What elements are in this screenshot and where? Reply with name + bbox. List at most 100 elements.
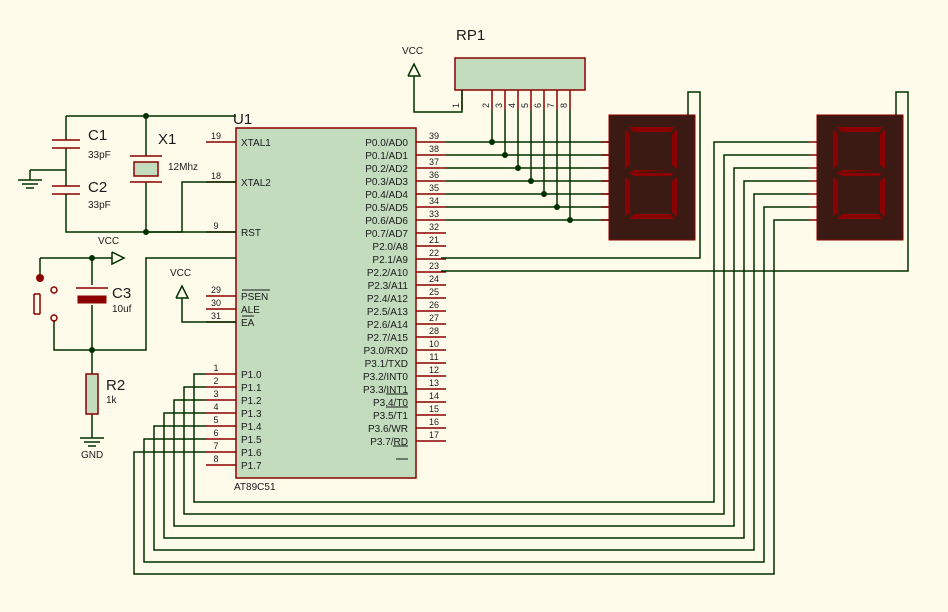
mcu-pin-number: 13 xyxy=(429,378,439,388)
mcu-pin-number: 14 xyxy=(429,391,439,401)
rp1-pin-number: 3 xyxy=(494,103,504,108)
reset-circuit xyxy=(39,231,236,438)
display-common-wires xyxy=(441,91,909,272)
c2-value-label: 33pF xyxy=(88,200,111,211)
rp1-pin-number: 2 xyxy=(481,103,491,108)
capacitor-c2[interactable]: C2 33pF xyxy=(52,178,111,211)
mcu-pin-name: P3.2/INT0 xyxy=(363,372,408,383)
mcu-pin-name: P1.1 xyxy=(241,383,262,394)
mcu-pin-name: P2.5/A13 xyxy=(367,307,409,318)
reset-pushbutton[interactable] xyxy=(33,274,58,322)
port1-wire xyxy=(183,154,809,515)
display-1-digit xyxy=(625,127,677,219)
mcu-pin-number: 10 xyxy=(429,339,439,349)
junction-dot xyxy=(554,204,560,210)
mcu-pin-name: P0.3/AD3 xyxy=(365,177,408,188)
mcu-pin-name: PSEN xyxy=(241,292,268,303)
mcu-pin-number: 15 xyxy=(429,404,439,414)
mcu-pin-number: 35 xyxy=(429,183,439,193)
mcu-pin-name: P1.4 xyxy=(241,422,262,433)
mcu-pin-name: P0.7/AD7 xyxy=(365,229,408,240)
mcu-pin-name: P3.1/TXD xyxy=(365,359,408,370)
r2-value-label: 1k xyxy=(106,395,118,406)
c2-ref-label: C2 xyxy=(88,179,107,196)
mcu-pin-number: 24 xyxy=(429,274,439,284)
mcu-pin-name: P0.1/AD1 xyxy=(365,151,408,162)
mcu-pin-number: 12 xyxy=(429,365,439,375)
mcu-pin-name: P0.6/AD6 xyxy=(365,216,408,227)
mcu-ref-label: U1 xyxy=(233,111,252,128)
rp1-pin-number: 7 xyxy=(546,103,556,108)
mcu-pin-number: 25 xyxy=(429,287,439,297)
port1-wire xyxy=(133,219,809,575)
mcu-pin-number: 37 xyxy=(429,157,439,167)
mcu-pin-number: 18 xyxy=(211,171,221,181)
mcu-pin-number: 2 xyxy=(213,376,218,386)
junction-dot xyxy=(515,165,521,171)
resistor-r2[interactable]: R2 1k xyxy=(85,373,125,415)
mcu-pin-number: 4 xyxy=(213,402,218,412)
vcc-ea-label: VCC xyxy=(170,268,191,279)
mcu-pin-name: P1.0 xyxy=(241,370,262,381)
rp1-pin-number: 5 xyxy=(520,103,530,108)
mcu-pin-name: P1.2 xyxy=(241,396,262,407)
vcc-symbol-rp1: VCC xyxy=(402,46,463,113)
mcu-pin-name: P1.5 xyxy=(241,435,262,446)
port0-bus-wires xyxy=(446,110,609,223)
mcu-pin-name: XTAL1 xyxy=(241,138,271,149)
mcu-pin-name: RST xyxy=(241,228,261,239)
mcu-pin-name: P1.6 xyxy=(241,448,262,459)
x1-value-label: 12Mhz xyxy=(168,162,198,173)
vcc-rp1-label: VCC xyxy=(402,46,423,57)
mcu-pin-number: 30 xyxy=(211,298,221,308)
mcu-pin-name: P3.7/RD xyxy=(370,437,408,448)
mcu-pin-number: 9 xyxy=(213,221,218,231)
mcu-part-label: AT89C51 xyxy=(234,482,276,493)
vcc-symbol-reset: VCC xyxy=(98,236,126,266)
mcu-pin-name: P1.7 xyxy=(241,461,262,472)
vcc-reset-label: VCC xyxy=(98,236,119,247)
port1-wire xyxy=(143,206,809,563)
seven-segment-display-2[interactable] xyxy=(809,114,904,241)
mcu-pin-number: 8 xyxy=(213,454,218,464)
mcu-pin-number: 27 xyxy=(429,313,439,323)
mcu-pin-number: 7 xyxy=(213,441,218,451)
mcu-pin-number: 33 xyxy=(429,209,439,219)
mcu-left-pins: 19XTAL118XTAL29RST29PSEN30ALE31EA1P1.02P… xyxy=(206,131,271,472)
capacitor-c3[interactable]: C3 10uf xyxy=(76,285,132,315)
mcu-pin-number: 29 xyxy=(211,285,221,295)
rp1-pin-number: 8 xyxy=(559,103,569,108)
mcu-pin-number: 28 xyxy=(429,326,439,336)
junction-dot xyxy=(502,152,508,158)
mcu-pin-name: P3.5/T1 xyxy=(373,411,408,422)
mcu-pin-name: P2.3/A11 xyxy=(368,281,409,292)
mcu-pin-name: P0.5/AD5 xyxy=(365,203,408,214)
x1-ref-label: X1 xyxy=(158,131,176,148)
mcu-pin-number: 5 xyxy=(213,415,218,425)
mcu-u1[interactable]: U1 AT89C51 19XTAL118XTAL29RST29PSEN30ALE… xyxy=(206,111,446,493)
junction-dot xyxy=(489,139,495,145)
mcu-pin-number: 11 xyxy=(429,352,438,362)
junction-dot xyxy=(541,191,547,197)
seven-segment-display-1[interactable] xyxy=(601,114,696,241)
port1-wire xyxy=(193,141,809,503)
mcu-pin-name: P2.4/A12 xyxy=(367,294,409,305)
mcu-pin-name: P3.0/RXD xyxy=(364,346,408,357)
mcu-pin-number: 16 xyxy=(429,417,439,427)
c1-value-label: 33pF xyxy=(88,150,111,161)
mcu-pin-number: 23 xyxy=(429,261,439,271)
oscillator-circuit xyxy=(29,113,236,235)
mcu-pin-number: 26 xyxy=(429,300,439,310)
mcu-pin-number: 32 xyxy=(429,222,439,232)
mcu-pin-name: P3.3/INT1 xyxy=(363,385,408,396)
mcu-pin-name: P2.1/A9 xyxy=(372,255,408,266)
crystal-x1[interactable]: X1 12Mhz xyxy=(130,131,198,183)
capacitor-c1[interactable]: C1 33pF xyxy=(52,127,111,161)
vcc-symbol-ea: VCC xyxy=(170,268,236,323)
mcu-pin-name: ALE xyxy=(241,305,260,316)
rp1-pin-number: 4 xyxy=(507,103,517,108)
mcu-pin-name: P0.4/AD4 xyxy=(365,190,408,201)
